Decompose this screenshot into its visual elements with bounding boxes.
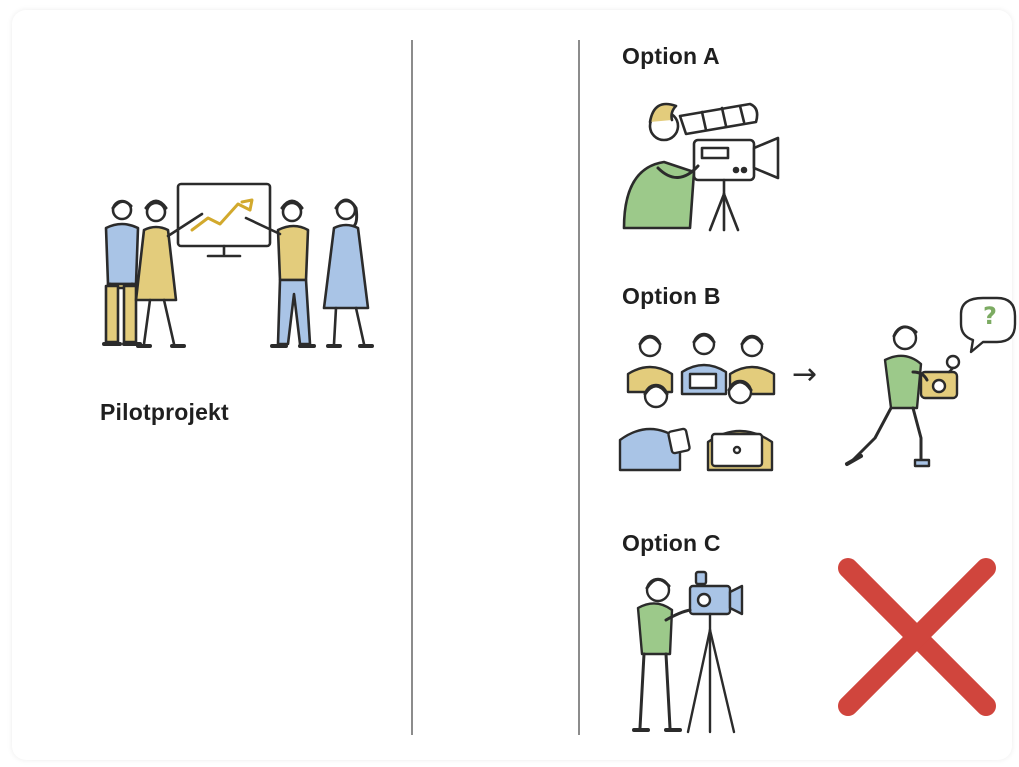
arrow-glyph: → [792,357,818,392]
diagram-canvas [12,10,1012,760]
tripod-camera-operator-icon [632,570,744,734]
confused-camera-operator-icon [845,296,1017,468]
question-glyph: ? [983,302,997,330]
option-b-label: Option B [622,283,721,309]
pilotprojekt-label: Pilotprojekt [100,399,229,425]
divider-left [411,40,413,735]
team-presentation-icon [102,182,374,348]
divider-right [578,40,580,735]
cameraman-icon [622,102,780,232]
red-x-icon [838,558,996,716]
crowd-recording-icon [618,332,776,472]
option-a-label: Option A [622,43,720,69]
option-c-label: Option C [622,530,721,556]
